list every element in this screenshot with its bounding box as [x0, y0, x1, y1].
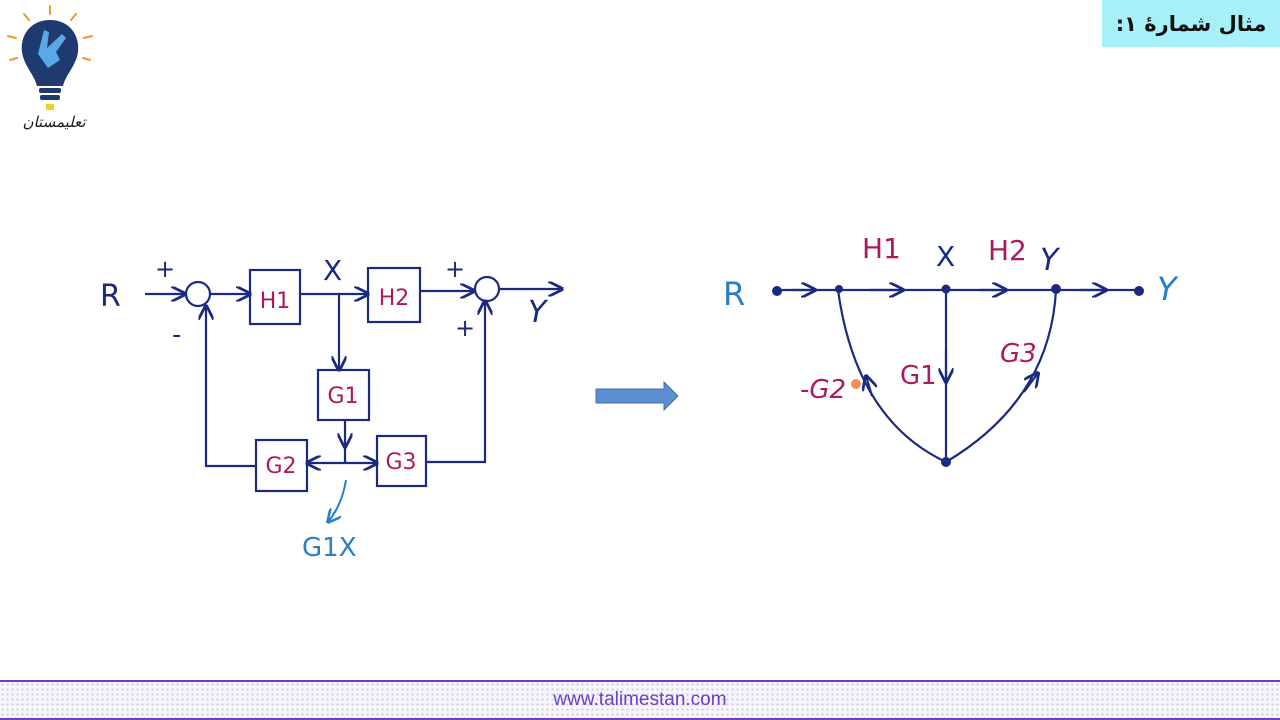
sfg-branch-g3-label: G3: [1000, 339, 1037, 369]
light-rays-icon: [7, 5, 93, 61]
sfg-arrow-g2: [866, 376, 872, 397]
block-g1: [316, 368, 371, 422]
sfg-nodes: [772, 284, 1144, 467]
lightbulb-icon: [21, 20, 79, 110]
footer-bar: www.talimestan.com: [0, 680, 1280, 720]
cursor-pointer-icon: [851, 379, 861, 389]
logo-text: تعلیمستان: [22, 113, 87, 131]
annotation-g1x: G1X: [302, 533, 357, 563]
bd-output-label: Y: [528, 295, 549, 330]
sfg-branch-g1-label: G1: [900, 361, 937, 391]
sfg-node-bottom: [941, 457, 951, 467]
page-title: مثال شمارهٔ ۱:: [1115, 11, 1267, 36]
page-title-badge: مثال شمارهٔ ۱:: [1102, 0, 1280, 47]
bd-input-label: R: [100, 279, 121, 314]
sfg-arrow-g3: [1023, 373, 1038, 393]
sfg-branch-g3: [945, 289, 1058, 463]
sfg-node-e: [835, 285, 843, 293]
block-g2-label: G2: [265, 454, 296, 479]
annotation-arrow: [328, 479, 347, 522]
bd-sign-minus-1: -: [172, 320, 181, 350]
block-h1: [248, 268, 302, 326]
block-h1-label: H1: [260, 289, 291, 314]
summing-junction-1: [184, 280, 212, 308]
sfg-node-r: [772, 286, 782, 296]
block-h2-label: H2: [379, 286, 410, 311]
sfg-branch-h2-label: H2: [988, 234, 1027, 267]
feedback-g2-line: [206, 306, 256, 468]
footer-url-link[interactable]: www.talimestan.com: [553, 689, 727, 710]
bd-sign-plus-3: +: [455, 314, 475, 342]
bd-sign-plus-2: +: [445, 255, 465, 283]
block-g3-label: G3: [385, 450, 416, 475]
sfg-node-y-label: Y: [1040, 243, 1061, 278]
block-h2: [366, 266, 422, 324]
transform-arrow-icon: [595, 380, 679, 412]
sfg-branch-h1-label: H1: [862, 232, 901, 265]
sfg-node-output: [1134, 286, 1144, 296]
bd-node-x-label: X: [323, 254, 342, 287]
block-g1-label: G1: [327, 384, 358, 409]
block-diagram: [145, 266, 562, 493]
sfg-node-x: [941, 284, 951, 294]
talimestan-logo: تعلیمستان: [7, 5, 93, 131]
sfg-node-y: [1051, 284, 1061, 294]
sfg-output-label: Y: [1157, 270, 1179, 308]
signal-flow-graph: [776, 289, 1140, 463]
sfg-branch-g2-label: -G2: [800, 375, 846, 405]
summing-junction-2: [473, 275, 501, 303]
diagram-canvas: R + - + + X Y H1 H2 G1 G2 G3 G1X: [100, 232, 1179, 563]
feedforward-g3-line: [426, 301, 485, 464]
sfg-branch-g2: [836, 289, 947, 463]
sfg-input-label: R: [723, 275, 745, 313]
bd-sign-plus-1: +: [155, 255, 175, 283]
sfg-node-x-label: X: [936, 240, 955, 273]
